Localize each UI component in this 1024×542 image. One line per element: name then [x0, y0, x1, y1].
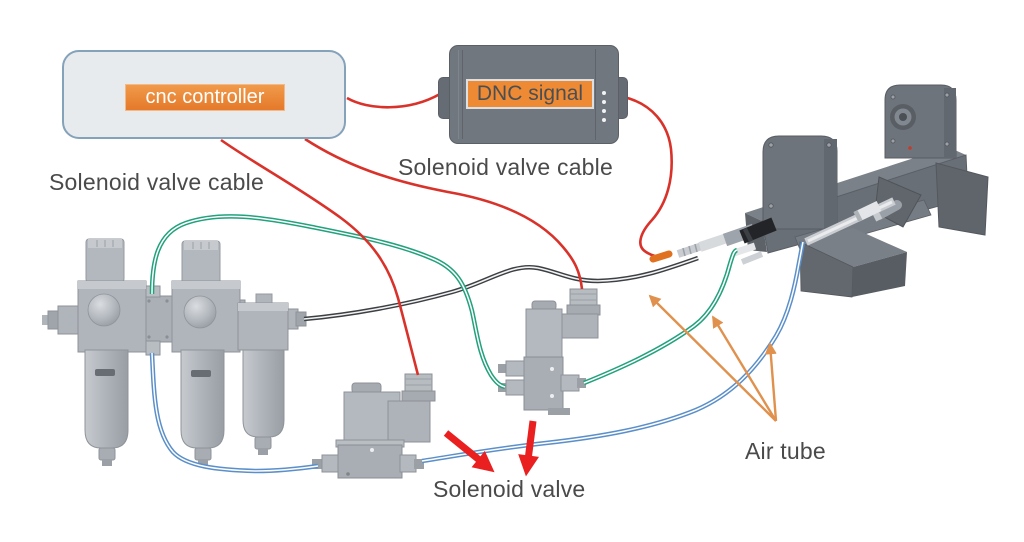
- lubricator: [237, 293, 289, 455]
- air-port-out: [560, 374, 580, 392]
- cable-connector: [569, 288, 598, 307]
- solenoid-valve-left: [312, 373, 436, 479]
- dnc-signal-label: DNC signal: [466, 79, 594, 109]
- label-air-tube: Air tube: [745, 438, 826, 464]
- air-port-in: [321, 454, 339, 473]
- red-cable-dnc-to-machine: [623, 95, 673, 259]
- solenoid-valve-arrows: [443, 420, 540, 477]
- cable-connector: [404, 373, 433, 393]
- label-solenoid-valve: Solenoid valve: [433, 476, 586, 502]
- red-cable-cnc-to-dnc: [346, 92, 441, 109]
- air-tube-arrows: [648, 294, 778, 422]
- led-dot: [602, 91, 606, 95]
- blue-air-tube-1: [149, 352, 319, 474]
- filter-regulator-1: [77, 238, 147, 466]
- label-solenoid-valve-cable-mid: Solenoid valve cable: [398, 154, 613, 180]
- led-dot: [602, 118, 606, 122]
- label-solenoid-valve-cable-left: Solenoid valve cable: [49, 169, 264, 195]
- base-block: [800, 228, 907, 267]
- cnc-controller-label: cnc controller: [125, 84, 285, 111]
- led-dot: [602, 100, 606, 104]
- red-cable-cnc-to-right-valve: [304, 137, 584, 290]
- air-port-out: [399, 454, 417, 473]
- panel-line: [458, 50, 459, 139]
- air-filter-regulator-unit: [42, 238, 307, 466]
- panel-line: [462, 50, 463, 139]
- air-port-in: [505, 379, 525, 396]
- filter-regulator-2: [171, 240, 241, 466]
- solenoid-valve-right: [498, 288, 601, 415]
- led-dot: [602, 109, 606, 113]
- machine-assembly: [676, 84, 989, 298]
- indicator-dot: [908, 146, 912, 150]
- red-cable-cnc-to-left-valve: [220, 138, 420, 376]
- black-air-line: [303, 255, 699, 322]
- blue-tube-port: [145, 340, 161, 356]
- panel-line: [595, 49, 596, 140]
- cables-and-tubes: [149, 92, 806, 474]
- cable-tip-connector: [649, 250, 673, 263]
- inlet-port: [42, 315, 50, 325]
- joint-block: [142, 295, 174, 343]
